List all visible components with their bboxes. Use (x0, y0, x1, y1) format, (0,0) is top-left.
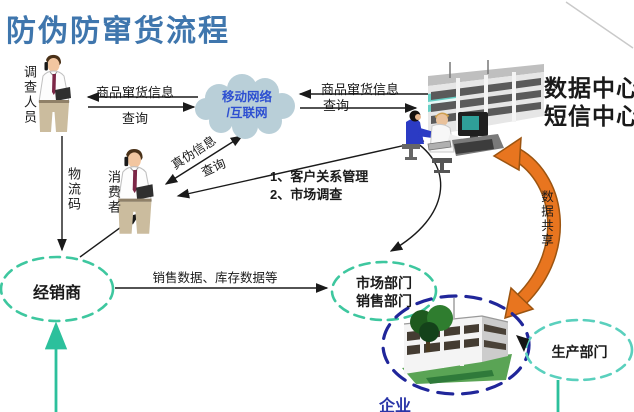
enterprise-building-icon (402, 298, 512, 384)
decor-corner-line (565, 1, 634, 49)
crm-label-line1: 1、客户关系管理 (270, 169, 369, 184)
consumer-label: 消费者 (106, 170, 121, 215)
production-dept-label: 生产部门 (551, 344, 608, 360)
data-share-arrow (492, 136, 561, 320)
arrows-investigator-cloud (86, 92, 198, 112)
datacenter-illustration (402, 60, 544, 173)
enterprise-ellipse (381, 294, 531, 396)
network-cloud-icon (195, 74, 295, 139)
arrows-cloud-datacenter (298, 89, 428, 113)
right-query-label: 查询 (322, 98, 349, 113)
dealer-ellipse (0, 255, 115, 323)
market-dept-label-line2: 销售部门 (356, 293, 412, 309)
cloud-label-line1: 移动网络 (221, 90, 272, 104)
consumer-person-icon (117, 148, 155, 235)
crm-label-line2: 2、市场调查 (270, 187, 343, 202)
left-info-label: 商品窜货信息 (95, 85, 174, 100)
right-info-label: 商品窜货信息 (320, 82, 399, 97)
datacenter-label-line1: 数据中心 (544, 75, 634, 101)
arrow-auth-info (164, 135, 244, 185)
market-dept-label-line1: 市场部门 (356, 275, 412, 291)
market-dept-ellipse (330, 260, 438, 322)
production-dept-ellipse (524, 318, 634, 382)
arrow-datacenter-market (389, 142, 442, 252)
left-query-label: 查询 (121, 111, 148, 126)
investigator-label: 调查人员 (22, 65, 37, 125)
cloud-label-line2: /互联网 (226, 106, 268, 120)
arrow-consumer-query (176, 140, 425, 199)
datacenter-label-line2: 短信中心 (544, 103, 634, 129)
dealer-sales-label: 销售数据、库存数据等 (152, 271, 278, 285)
enterprise-label: 企业 (379, 398, 412, 412)
enterprise-production-tick (516, 335, 529, 352)
logistics-code-label: 物流码 (66, 167, 81, 212)
investigator-person-icon (38, 54, 72, 133)
data-share-label: 数据共享 (539, 190, 553, 248)
dealer-label: 经销商 (32, 285, 81, 302)
page-title: 防伪防窜货流程 (6, 15, 230, 48)
